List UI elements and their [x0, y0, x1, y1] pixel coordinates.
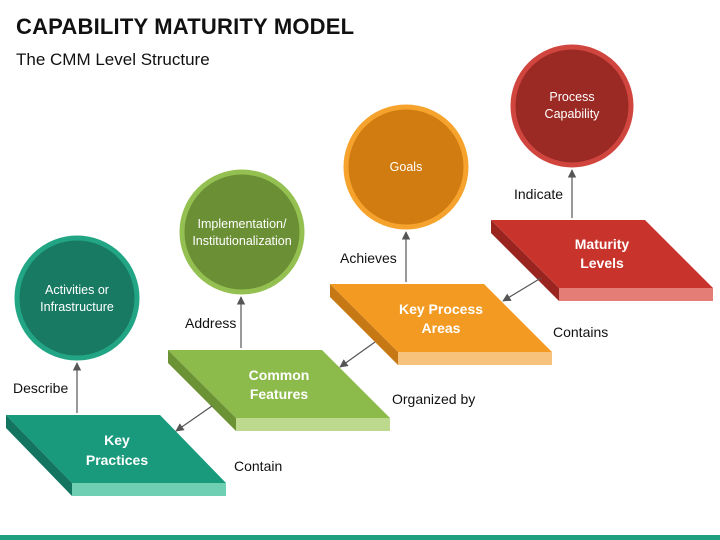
common-features-block-side	[168, 350, 236, 431]
implementation-label-2: Institutionalization	[192, 234, 291, 248]
common-features-block: Common Features	[168, 350, 390, 431]
key-practices-block-top	[6, 415, 226, 483]
contains-arrow	[502, 277, 542, 302]
maturity-levels-block-side	[491, 220, 559, 301]
common-features-label-1: Common	[249, 367, 310, 383]
footer-accent-bar	[0, 535, 720, 540]
key-practices-block: Key Practices	[6, 415, 226, 496]
key-practices-block-side	[6, 415, 72, 496]
maturity-levels-block-top	[491, 220, 713, 288]
key-practices-label-2: Practices	[86, 452, 148, 468]
contain-label: Contain	[234, 458, 282, 474]
activities-label-1: Activities or	[45, 283, 109, 297]
key-practices-label-1: Key	[104, 432, 130, 448]
page-title: CAPABILITY MATURITY MODEL	[16, 14, 355, 39]
key-process-areas-block-side	[330, 284, 398, 365]
process-capability-circle-shape	[510, 44, 634, 168]
process-capability-label-2: Capability	[545, 107, 601, 121]
maturity-levels-block-front	[559, 288, 713, 301]
organized-by-arrow	[339, 341, 376, 368]
goals-circle: Goals	[343, 104, 469, 230]
goals-circle-shape	[343, 104, 469, 230]
achieves-label: Achieves	[340, 250, 397, 266]
implementation-circle-shape	[179, 169, 305, 295]
contain-arrow	[175, 405, 213, 432]
goals-label: Goals	[390, 160, 423, 174]
describe-label: Describe	[13, 380, 68, 396]
organized-by-label: Organized by	[392, 391, 475, 407]
key-process-areas-block-top	[330, 284, 552, 352]
implementation-label-1: Implementation/	[198, 217, 287, 231]
common-features-block-top	[168, 350, 390, 418]
page-subtitle: The CMM Level Structure	[16, 50, 210, 69]
common-features-label-2: Features	[250, 386, 309, 402]
address-label: Address	[185, 315, 236, 331]
implementation-circle: Implementation/ Institutionalization	[179, 169, 305, 295]
key-process-areas-block: Key Process Areas	[330, 284, 552, 365]
activities-circle: Activities or Infrastructure	[14, 235, 140, 361]
key-practices-block-front	[72, 483, 226, 496]
activities-label-2: Infrastructure	[40, 300, 114, 314]
key-process-areas-label-1: Key Process	[399, 301, 483, 317]
process-capability-circle: Process Capability	[510, 44, 634, 168]
indicate-label: Indicate	[514, 186, 563, 202]
key-process-areas-block-front	[398, 352, 552, 365]
common-features-block-front	[236, 418, 390, 431]
maturity-levels-label-2: Levels	[580, 255, 624, 271]
key-process-areas-label-2: Areas	[422, 320, 461, 336]
maturity-levels-block: Maturity Levels	[491, 220, 713, 301]
maturity-levels-label-1: Maturity	[575, 236, 630, 252]
contains-label: Contains	[553, 324, 608, 340]
activities-circle-shape	[14, 235, 140, 361]
process-capability-label-1: Process	[549, 90, 594, 104]
